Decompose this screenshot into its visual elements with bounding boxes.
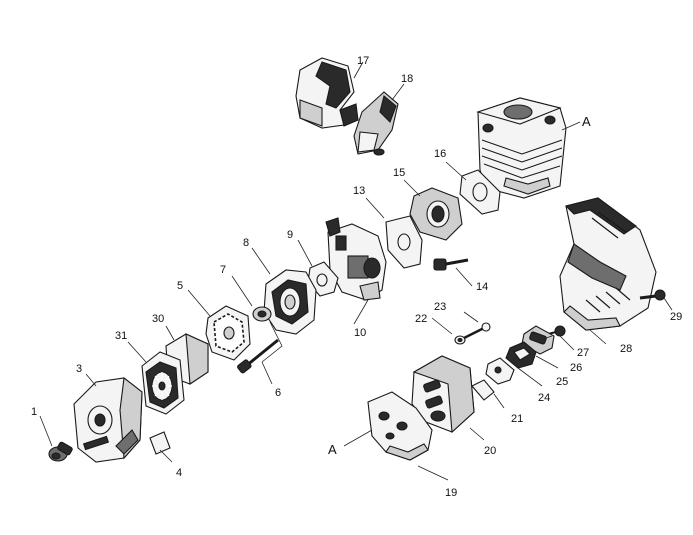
bolt-icon <box>639 289 666 301</box>
insulator-icon <box>409 187 463 241</box>
callout-13: 13 <box>353 185 365 197</box>
spark-arrester-icon <box>505 341 537 369</box>
cover-piece-icon <box>353 91 399 156</box>
callout-20: 20 <box>484 445 496 457</box>
bolt-icon <box>463 322 491 340</box>
gasket-icon <box>459 169 501 215</box>
callout-6: 6 <box>275 387 281 399</box>
plate-icon <box>485 357 515 385</box>
callout-1: 1 <box>31 406 37 418</box>
callout-17: 17 <box>357 55 369 67</box>
filter-grid-icon <box>141 351 185 415</box>
leader-lines <box>39 61 673 481</box>
callout-23: 23 <box>434 301 446 313</box>
label-plate-icon <box>149 431 171 455</box>
engine-cover-icon <box>559 197 657 331</box>
callout-29: 29 <box>670 311 682 323</box>
callout-10: 10 <box>354 327 366 339</box>
element-frame-icon <box>205 305 251 361</box>
callout-15: 15 <box>393 167 405 179</box>
muffler-bracket-icon <box>367 391 433 461</box>
callout-19: 19 <box>445 487 457 499</box>
muffler-icon <box>411 355 475 434</box>
bolt-icon <box>237 338 279 374</box>
callout-3: 3 <box>76 363 82 375</box>
callout-24: 24 <box>538 392 550 404</box>
callout-25: 25 <box>556 376 568 388</box>
callout-14: 14 <box>476 281 488 293</box>
cylinder-icon <box>476 97 567 199</box>
callout-31: 31 <box>115 330 127 342</box>
callout-30: 30 <box>152 313 164 325</box>
callout-21: 21 <box>511 413 523 425</box>
callout-28: 28 <box>620 343 632 355</box>
callout-7: 7 <box>220 264 226 276</box>
carburetor-icon <box>325 217 387 301</box>
knob-icon <box>48 441 73 462</box>
callout-9: 9 <box>287 229 293 241</box>
callout-18: 18 <box>401 73 413 85</box>
callout-a-cylinder: A <box>582 114 591 129</box>
gasket-icon <box>471 379 495 401</box>
collar-icon <box>252 306 272 322</box>
callout-labels: 17 18 A 16 15 13 14 9 8 7 5 30 31 3 1 4 … <box>31 55 682 499</box>
callout-4: 4 <box>176 467 182 479</box>
gasket-icon <box>385 215 423 269</box>
callout-22: 22 <box>415 313 427 325</box>
washer-icon <box>454 335 466 345</box>
air-cleaner-case-icon <box>263 269 317 335</box>
callout-27: 27 <box>577 347 589 359</box>
callout-5: 5 <box>177 280 183 292</box>
callout-26: 26 <box>570 362 582 374</box>
air-cleaner-cover-icon <box>73 376 143 463</box>
callout-8: 8 <box>243 237 249 249</box>
bolt-icon <box>433 258 469 271</box>
fuel-tank-bracket-icon <box>295 57 359 129</box>
callout-a-bracket: A <box>328 442 337 457</box>
callout-16: 16 <box>434 148 446 160</box>
